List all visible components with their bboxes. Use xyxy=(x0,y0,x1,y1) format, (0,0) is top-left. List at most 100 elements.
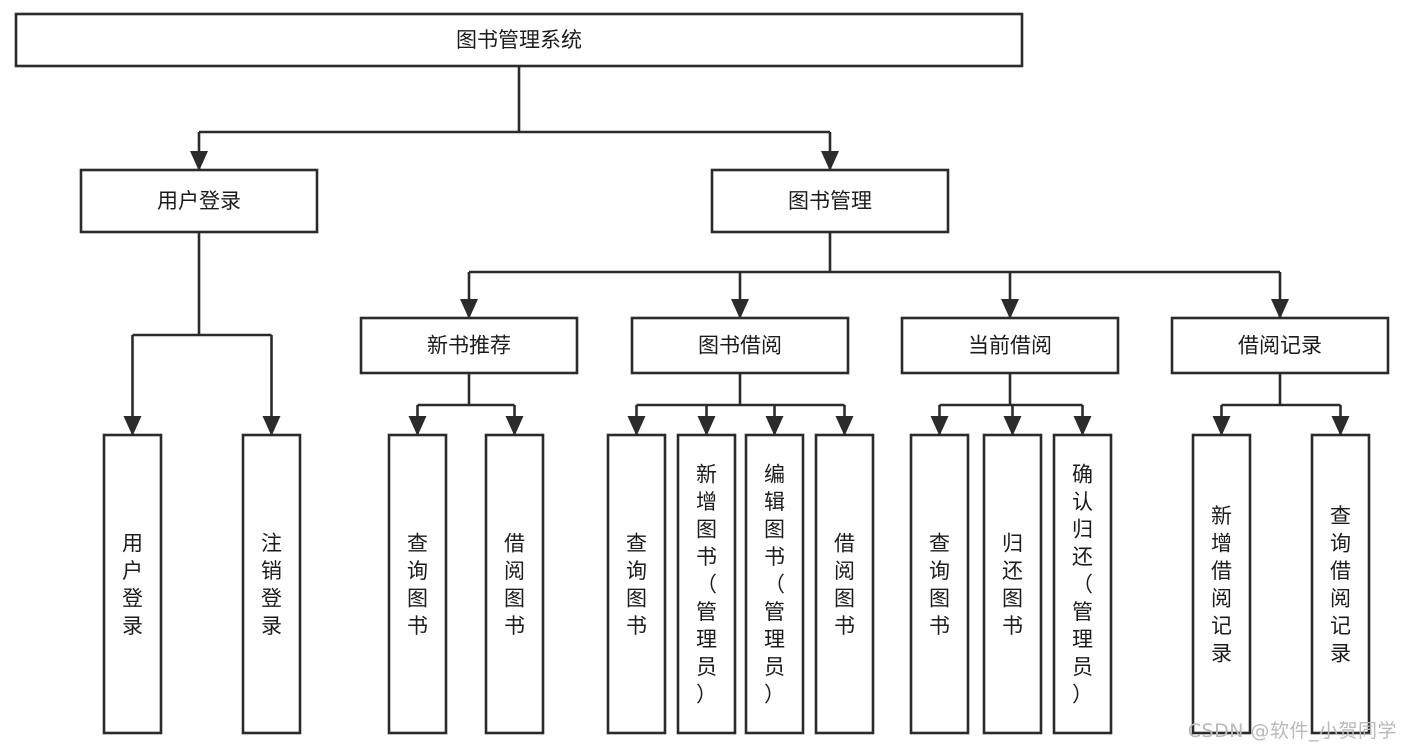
node-label-char: 书 xyxy=(407,614,428,638)
node-box xyxy=(676,433,737,735)
node-label-char: 确 xyxy=(1072,463,1093,487)
node-label-char: 查 xyxy=(407,531,428,555)
node-box xyxy=(241,433,302,735)
node-label-char: 图 xyxy=(764,518,785,542)
node-label-char: 员 xyxy=(764,655,785,679)
node-leaf-borrow-book-1[interactable]: 借阅图书借阅图书 xyxy=(484,433,545,735)
node-label-char: 书 xyxy=(626,614,647,638)
arrow-head-icon xyxy=(1073,416,1092,436)
node-label-char: 录 xyxy=(1211,641,1232,665)
arrow-head-icon xyxy=(1212,416,1231,436)
node-label-char: 询 xyxy=(1330,531,1351,555)
node-label-char: 员 xyxy=(1072,655,1093,679)
node-leaf-borrow-book-2[interactable]: 借阅图书借阅图书 xyxy=(814,433,875,735)
node-label-char: 图 xyxy=(834,586,855,610)
node-box xyxy=(14,12,1024,68)
node-box xyxy=(744,433,805,735)
node-label-char: 认 xyxy=(1072,490,1093,514)
node-book-manage[interactable]: 图书管理 xyxy=(710,168,950,234)
node-label-char: 户 xyxy=(122,559,143,583)
node-leaf-query-book-3[interactable]: 查询图书查询图书 xyxy=(909,433,970,735)
node-label-char: 录 xyxy=(261,614,282,638)
node-box xyxy=(630,316,850,375)
node-label-char: 还 xyxy=(1072,545,1093,569)
arrow-head-icon xyxy=(262,416,281,436)
node-label-char: （ xyxy=(1072,573,1093,597)
node-label-char: （ xyxy=(764,573,785,597)
node-label-char: 录 xyxy=(122,614,143,638)
node-label-char: 书 xyxy=(504,614,525,638)
node-label-char: 归 xyxy=(1072,518,1093,542)
node-label-char: 借 xyxy=(504,531,525,555)
node-box xyxy=(79,168,319,234)
node-leaf-query-record[interactable]: 查询借阅记录查询借阅记录 xyxy=(1310,433,1371,735)
arrow-head-icon xyxy=(1001,299,1019,319)
node-label: 借阅记录 xyxy=(1238,334,1322,358)
node-label-char: 查 xyxy=(1330,504,1351,528)
node-label-char: 书 xyxy=(764,545,785,569)
node-new-book-rec[interactable]: 新书推荐 xyxy=(359,316,579,375)
node-box xyxy=(909,433,970,735)
node-label-char: 书 xyxy=(696,545,717,569)
node-current-borrow[interactable]: 当前借阅 xyxy=(900,316,1120,375)
node-box xyxy=(900,316,1120,375)
node-root[interactable]: 图书管理系统 xyxy=(14,12,1024,68)
node-label-char: 新 xyxy=(1211,504,1232,528)
node-book-borrow[interactable]: 图书借阅 xyxy=(630,316,850,375)
node-label-char: 图 xyxy=(626,586,647,610)
node-box xyxy=(982,433,1043,735)
node-box xyxy=(102,433,163,735)
node-label-char: 用 xyxy=(122,531,143,555)
node-label-char: 编 xyxy=(764,463,785,487)
node-label-char: 录 xyxy=(1330,641,1351,665)
arrow-head-icon xyxy=(1003,416,1022,436)
node-label-char: 图 xyxy=(929,586,950,610)
csdn-watermark: CSDN @软件_小贺同学 xyxy=(1187,720,1397,742)
node-label-char: 注 xyxy=(261,531,282,555)
node-box xyxy=(1310,433,1371,735)
node-label: 图书借阅 xyxy=(698,334,782,358)
node-label-char: 查 xyxy=(929,531,950,555)
node-leaf-query-book-2[interactable]: 查询图书查询图书 xyxy=(606,433,667,735)
node-label-char: 图 xyxy=(407,586,428,610)
node-leaf-return-book[interactable]: 归还图书归还图书 xyxy=(982,433,1043,735)
node-label-char: ） xyxy=(1072,683,1093,707)
node-borrow-record[interactable]: 借阅记录 xyxy=(1170,316,1390,375)
node-label-char: 理 xyxy=(1072,628,1093,652)
arrow-head-icon xyxy=(123,416,142,436)
node-label-char: 登 xyxy=(122,586,143,610)
node-leaf-user-logout[interactable]: 注销登录注销登录 xyxy=(241,433,302,735)
arrow-head-icon xyxy=(697,416,716,436)
node-box xyxy=(1170,316,1390,375)
node-label-char: 管 xyxy=(1072,600,1093,624)
node-label-char: 借 xyxy=(1330,559,1351,583)
arrow-head-icon xyxy=(627,416,646,436)
node-box xyxy=(814,433,875,735)
node-label-char: 询 xyxy=(929,559,950,583)
node-label-char: 书 xyxy=(834,614,855,638)
node-label-char: 借 xyxy=(1211,559,1232,583)
arrow-head-icon xyxy=(408,416,427,436)
node-label-char: 归 xyxy=(1002,531,1023,555)
node-label-char: 借 xyxy=(834,531,855,555)
node-label-char: 书 xyxy=(929,614,950,638)
node-leaf-query-book-1[interactable]: 查询图书查询图书 xyxy=(387,433,448,735)
node-label: 图书管理系统 xyxy=(456,28,582,52)
node-box xyxy=(387,433,448,735)
node-label-char: 员 xyxy=(696,655,717,679)
arrow-head-icon xyxy=(460,299,478,319)
node-box xyxy=(359,316,579,375)
node-leaf-add-record[interactable]: 新增借阅记录新增借阅记录 xyxy=(1191,433,1252,735)
arrow-head-icon xyxy=(835,416,854,436)
node-label-char: 登 xyxy=(261,586,282,610)
node-label-char: 阅 xyxy=(1211,586,1232,610)
node-user-login[interactable]: 用户登录 xyxy=(79,168,319,234)
node-label-char: 书 xyxy=(1002,614,1023,638)
node-label-char: 管 xyxy=(764,600,785,624)
